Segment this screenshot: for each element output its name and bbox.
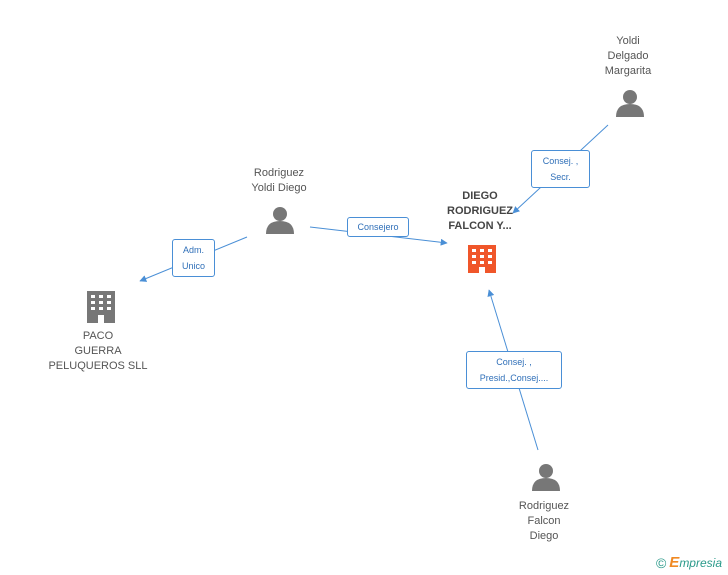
edge-label-rodriguez-yoldi-to-main[interactable]: Consejero — [347, 217, 409, 237]
edge-label-rodriguez-yoldi-to-paco[interactable]: Adm. Unico — [172, 239, 215, 277]
main-company-label[interactable]: DIEGO RODRIGUEZ FALCON Y... — [447, 190, 513, 232]
building-icon[interactable] — [468, 245, 496, 273]
edge-label-falcon-to-main[interactable]: Consej. , Presid.,Consej.... — [466, 351, 562, 389]
copyright-footer: © Empresia — [656, 554, 722, 571]
building-icon[interactable] — [87, 291, 115, 323]
paco-guerra-label[interactable]: PACO GUERRA PELUQUEROS SLL — [48, 330, 148, 372]
person-icon[interactable] — [532, 464, 560, 491]
person-icon[interactable] — [616, 90, 644, 117]
rodriguez-yoldi-label[interactable]: Rodriguez Yoldi Diego — [251, 167, 307, 194]
person-icon[interactable] — [266, 207, 294, 234]
brand-logo[interactable]: Empresia — [669, 554, 722, 571]
copyright-icon: © — [655, 554, 667, 571]
yoldi-delgado-label[interactable]: Yoldi Delgado Margarita — [604, 35, 652, 77]
edge-label-yoldi-to-main[interactable]: Consej. , Secr. — [531, 150, 590, 188]
rodriguez-falcon-label[interactable]: Rodriguez Falcon Diego — [518, 500, 570, 542]
